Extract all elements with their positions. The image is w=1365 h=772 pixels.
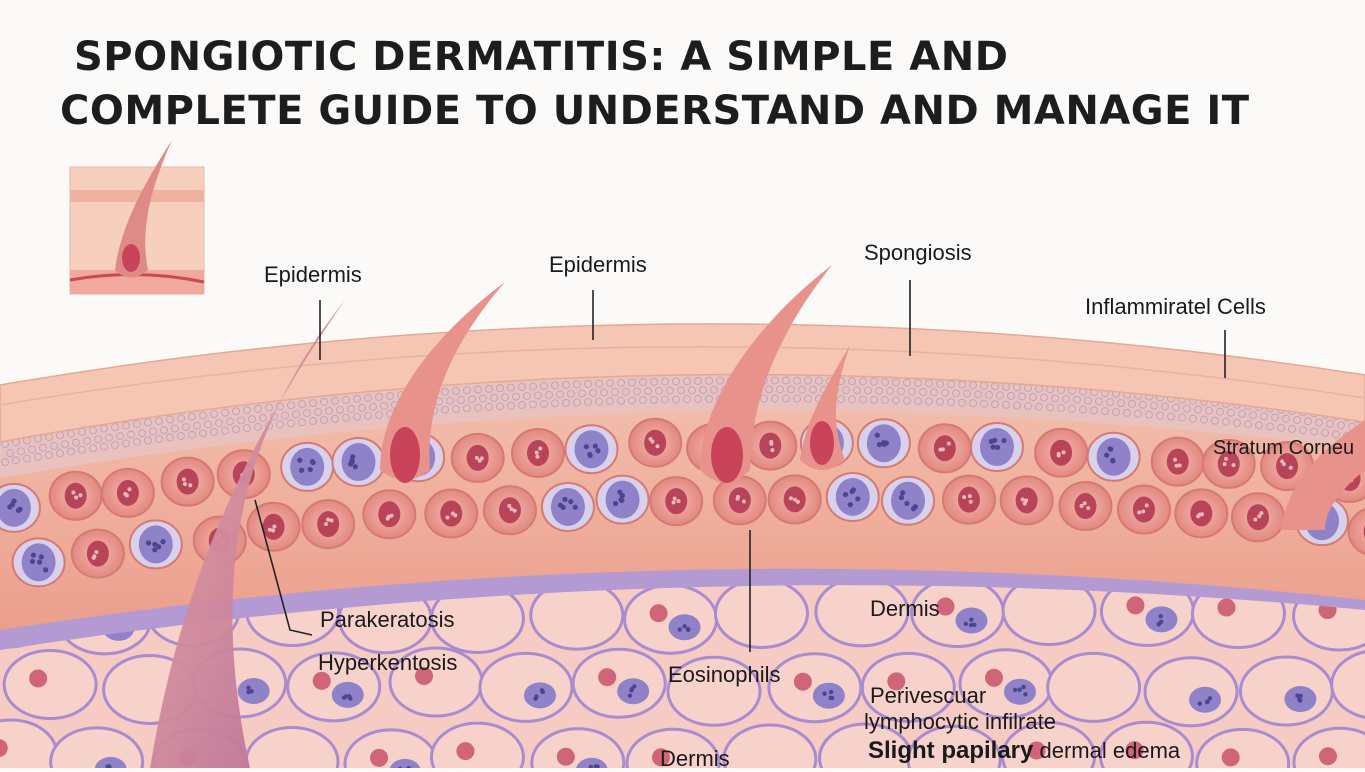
label-hyperkeratosis: Hyperkentosis: [318, 650, 457, 676]
label-perivascular-line-1: Perivescuar: [870, 683, 986, 709]
label-papillary-edema-bold: Slight papilary: [868, 737, 1033, 764]
label-epidermis-mid: Epidermis: [549, 252, 647, 278]
label-papillary-edema: Slight papilary dermal edema: [868, 737, 1180, 765]
label-inflammatory-cells: Inflammiratel Cells: [1085, 294, 1266, 320]
label-spongiosis: Spongiosis: [864, 240, 972, 266]
label-eosinophils: Eosinophils: [668, 662, 781, 688]
label-epidermis-left: Epidermis: [264, 262, 362, 288]
page-title-line-1: SPONGIOTIC DERMATITIS: A SIMPLE AND: [74, 34, 1365, 80]
label-papillary-edema-rest: dermal edema: [1040, 738, 1181, 763]
label-stratum-corneum: Stratum Corneu: [1213, 437, 1354, 460]
label-parakeratosis: Parakeratosis: [320, 607, 455, 633]
page-title-line-2: COMPLETE GUIDE TO UNDERSTAND AND MANAGE …: [60, 88, 1365, 134]
label-dermis-right: Dermis: [870, 596, 940, 622]
skin-thumbnail: [70, 140, 204, 294]
label-perivascular-line-2: lymphocytic infilrate: [864, 709, 1056, 735]
label-dermis-bottom: Dermis: [660, 746, 730, 772]
